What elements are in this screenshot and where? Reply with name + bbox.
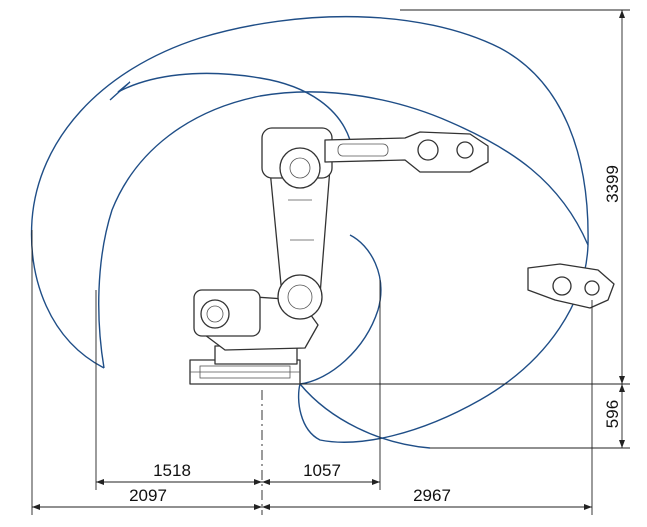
inner-arc-left (117, 72, 351, 141)
dimension-inner-left: 1518 (153, 461, 191, 480)
inner-envelope-curve (98, 91, 589, 369)
dimension-outer-left: 2097 (129, 486, 167, 505)
bottom-envelope-curve (299, 383, 431, 449)
dimension-outer-right: 2967 (413, 486, 451, 505)
robot-upper-arm (261, 127, 489, 189)
dimension-lines (31, 9, 630, 515)
robot-lower-arm (269, 149, 331, 320)
work-envelope (30, 15, 589, 449)
dimension-inner-right: 1057 (303, 461, 341, 480)
lower-envelope-curve (299, 234, 382, 385)
dimension-base-offset: 596 (603, 400, 622, 428)
outer-envelope-curve (30, 15, 589, 443)
robot-base (189, 345, 301, 385)
envelope-notch (109, 81, 131, 101)
dimension-reach-height: 3399 (603, 165, 622, 203)
robot-wrist-alt-position (527, 263, 615, 309)
